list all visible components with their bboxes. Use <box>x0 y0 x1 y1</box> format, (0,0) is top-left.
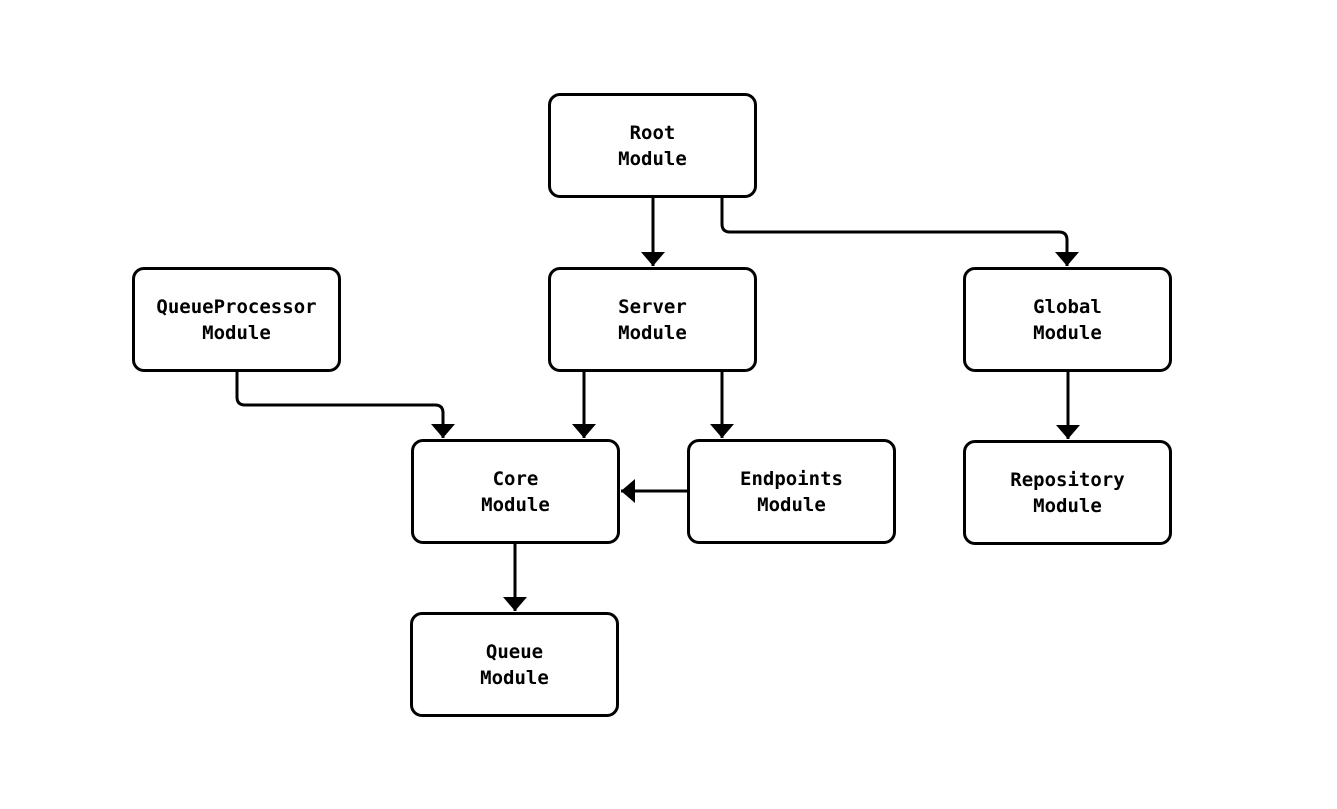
node-label-line: Server <box>618 295 687 318</box>
node-label-line: Module <box>202 321 271 344</box>
node-root-module: Root Module <box>548 93 757 198</box>
node-endpoints-module: Endpoints Module <box>687 439 896 544</box>
node-repository-module: Repository Module <box>963 440 1172 545</box>
node-server-module: Server Module <box>548 267 757 372</box>
node-label-line: Core <box>492 467 539 490</box>
node-label-line: Repository <box>1010 468 1125 491</box>
node-queueprocessor-module: QueueProcessor Module <box>132 267 341 372</box>
node-label-line: Module <box>618 321 687 344</box>
node-label-line: Module <box>481 493 550 516</box>
node-label-line: Queue <box>485 640 544 663</box>
node-core-module: Core Module <box>411 439 620 544</box>
node-label-line: Module <box>757 493 826 516</box>
node-label-line: QueueProcessor <box>156 295 317 318</box>
node-label-line: Module <box>480 666 549 689</box>
node-label-line: Endpoints <box>740 467 843 490</box>
node-label-line: Module <box>1033 321 1102 344</box>
node-global-module: Global Module <box>963 267 1172 372</box>
node-label-line: Module <box>1033 494 1102 517</box>
edge-root-to-global <box>720 198 1079 266</box>
node-queue-module: Queue Module <box>410 612 619 717</box>
node-label-line: Global <box>1033 295 1102 318</box>
node-label-line: Root <box>629 121 676 144</box>
node-label-line: Module <box>618 147 687 170</box>
edge-queueprocessor-to-core <box>235 372 455 438</box>
